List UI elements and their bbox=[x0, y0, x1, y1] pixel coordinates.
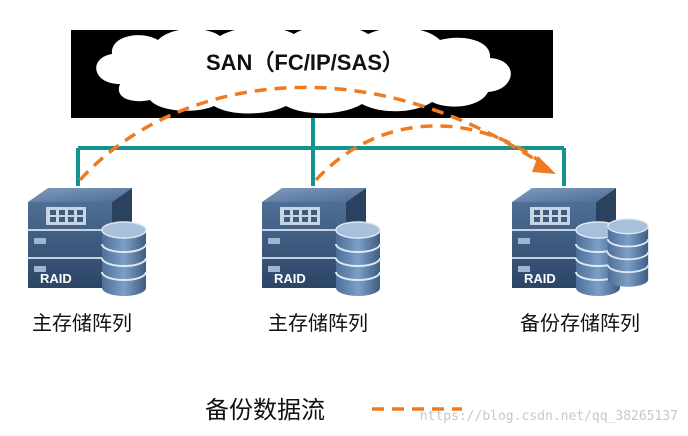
array-label-backup: 备份存储阵列 bbox=[520, 311, 640, 335]
raid-label: RAID bbox=[40, 271, 72, 286]
backup-flow-arrowhead bbox=[532, 156, 556, 174]
san-cloud bbox=[96, 25, 511, 114]
backup-flows bbox=[78, 85, 550, 182]
storage-array-primary-1: RAID bbox=[27, 187, 147, 297]
disk-stack-icon bbox=[101, 221, 147, 297]
storage-array-primary-2: RAID bbox=[261, 187, 381, 297]
raid-label: RAID bbox=[524, 271, 556, 286]
legend-label: 备份数据流 bbox=[205, 396, 325, 424]
backup-flow-from-array-2 bbox=[314, 124, 550, 182]
disk-stack-icon bbox=[606, 218, 650, 288]
network-links bbox=[76, 118, 566, 186]
array-label-primary-1: 主存储阵列 bbox=[32, 311, 132, 335]
backup-flow-from-array-1 bbox=[78, 85, 549, 182]
disk-stack-icon bbox=[335, 221, 381, 297]
san-cloud-label: SAN（FC/IP/SAS） bbox=[206, 50, 404, 75]
watermark-text: https://blog.csdn.net/qq_38265137 bbox=[420, 409, 678, 424]
storage-array-backup: RAID bbox=[511, 187, 650, 297]
raid-label: RAID bbox=[274, 271, 306, 286]
array-label-primary-2: 主存储阵列 bbox=[268, 311, 368, 335]
